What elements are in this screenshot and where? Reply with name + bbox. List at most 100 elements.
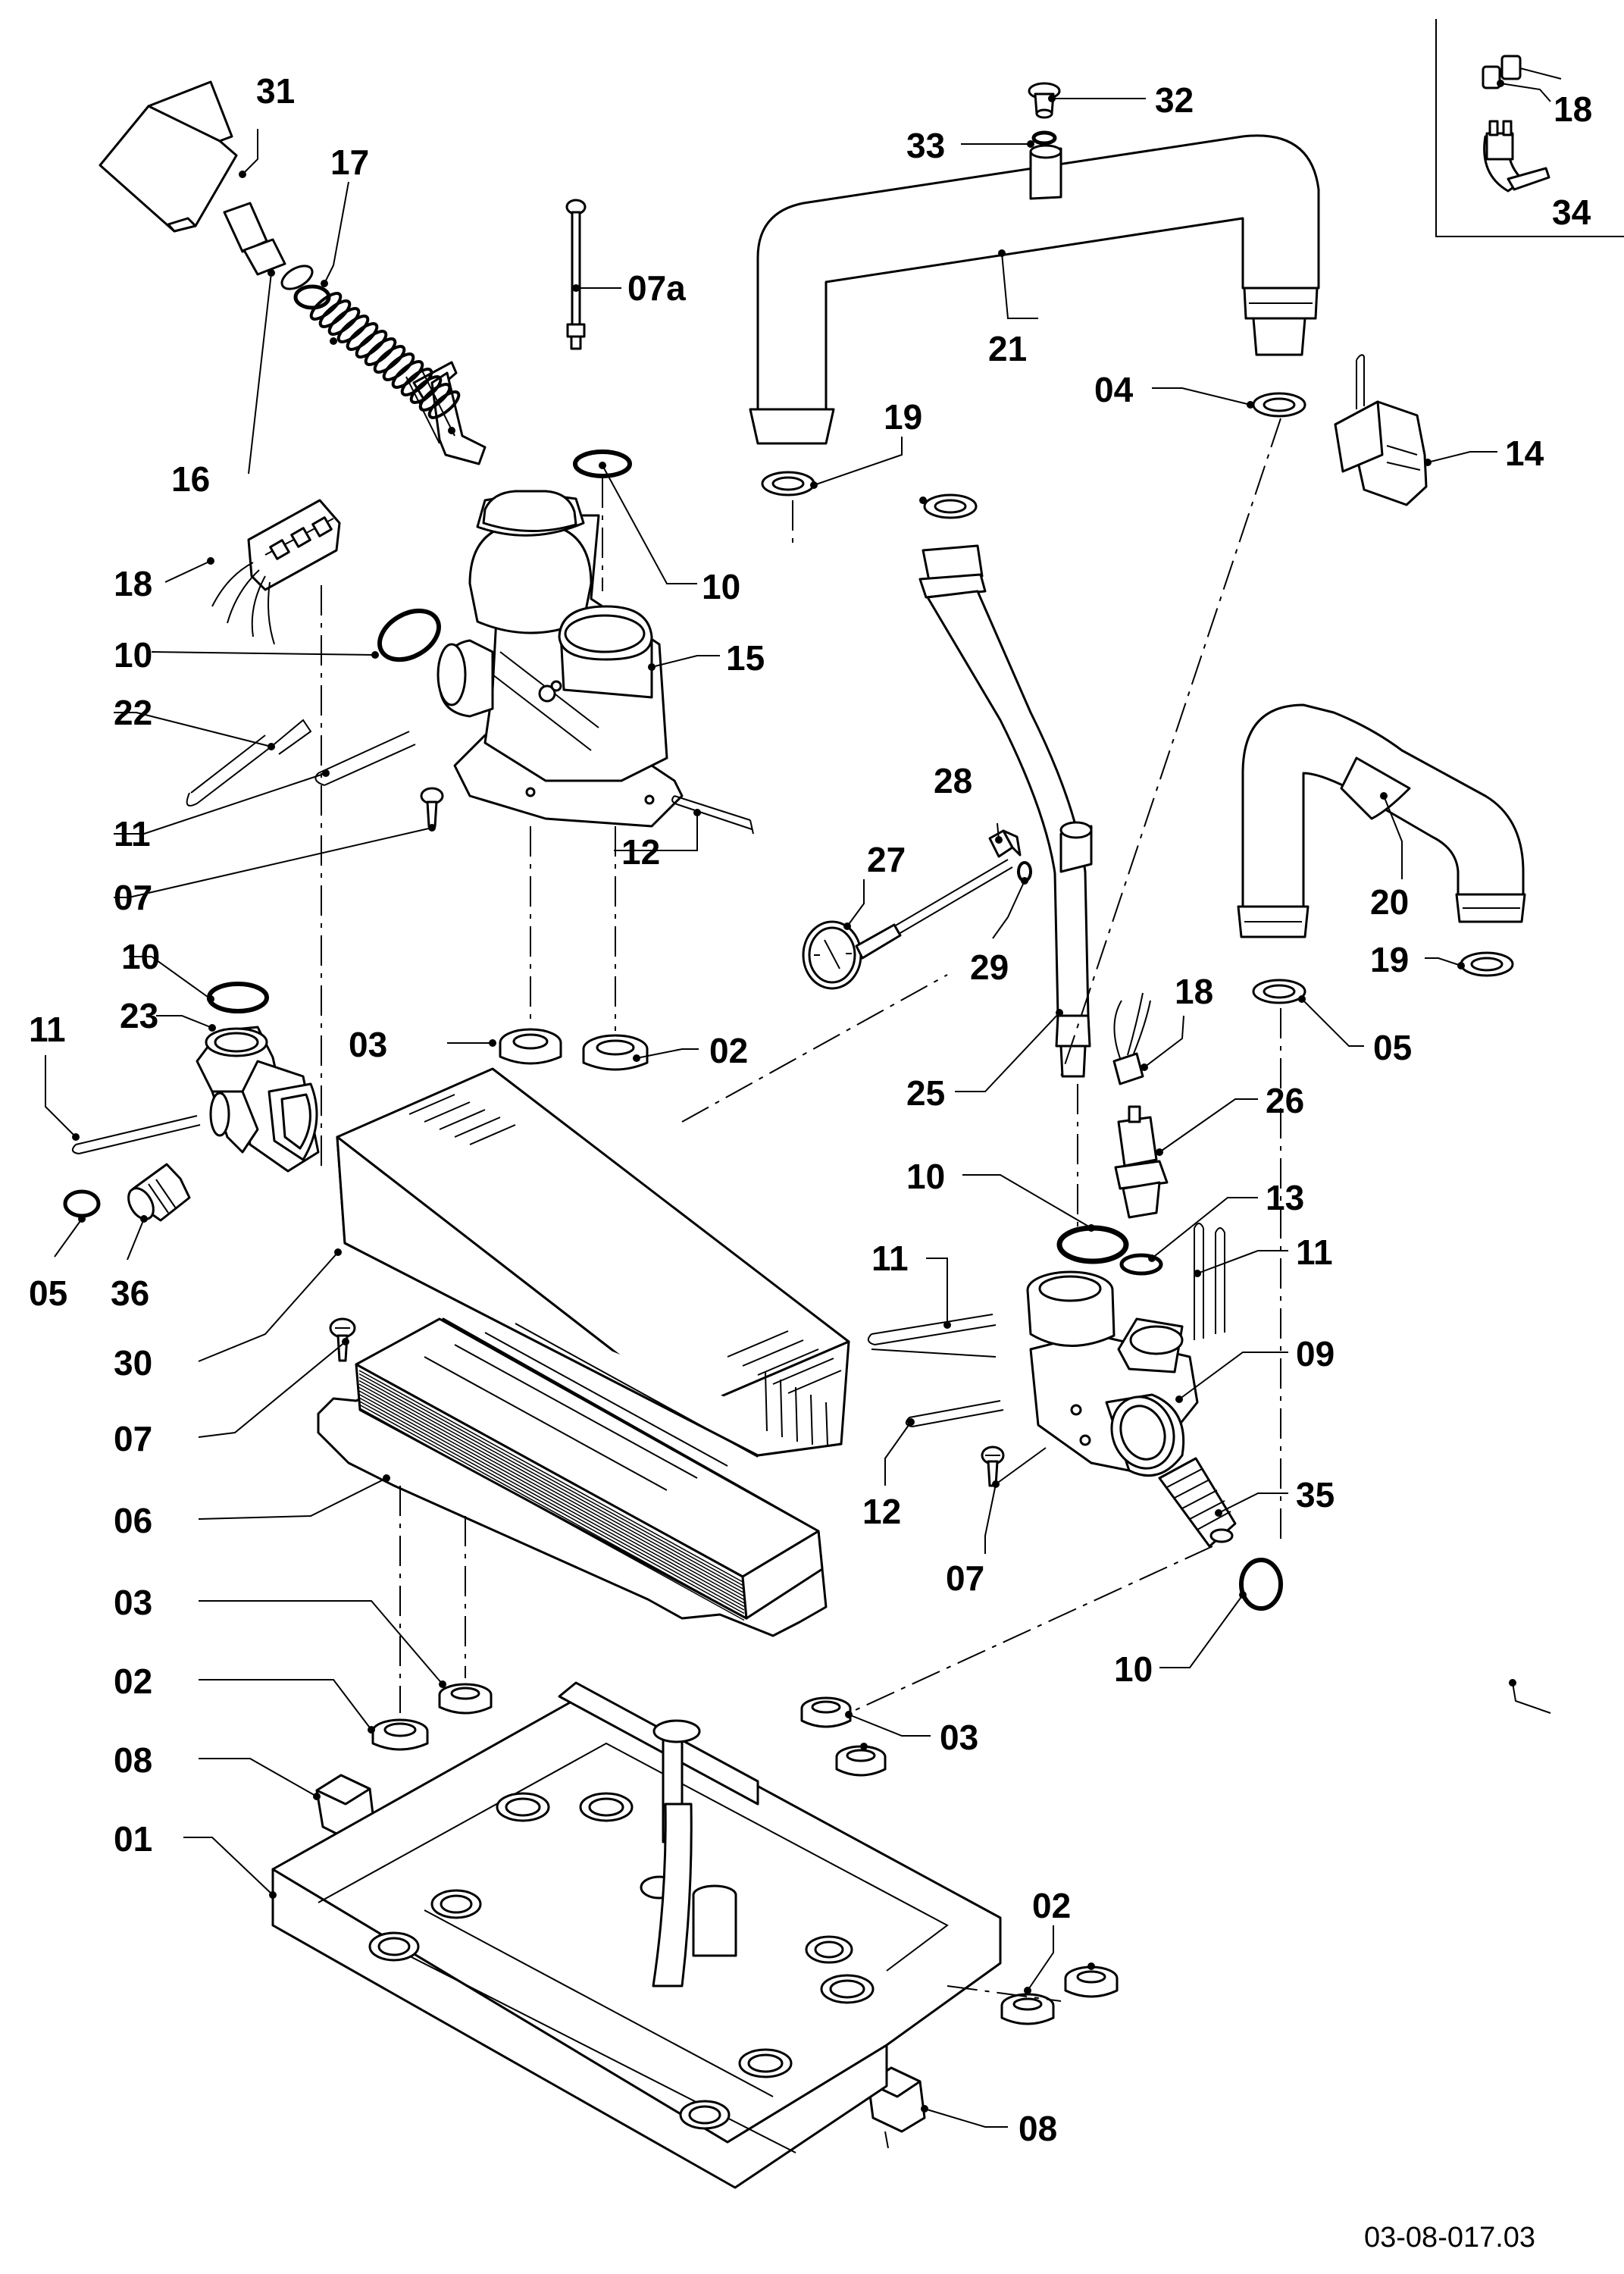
- clip-part-28: [988, 829, 1022, 858]
- label-18-inset: 18: [1554, 89, 1592, 129]
- label-34-inset: 34: [1552, 193, 1591, 232]
- clip-part-12-upper: [671, 795, 754, 835]
- spring-coil-turn: [427, 390, 461, 419]
- clip-part-11-left: [71, 1115, 201, 1154]
- screw-part-07-upper: [420, 787, 444, 828]
- heat-exchanger-plate-line: [358, 1407, 745, 1621]
- label-33: 33: [906, 126, 945, 165]
- spring-part-17: [293, 284, 461, 419]
- label-02-lower: 02: [114, 1662, 152, 1701]
- label-31: 31: [256, 71, 295, 111]
- label-11-upper: 11: [114, 814, 151, 854]
- o-ring-part-17: [293, 284, 331, 310]
- heat-exchanger-part-06: [317, 1317, 828, 1637]
- screw-part-07-right: [981, 1446, 1005, 1487]
- bypass-pipe-part-21: [749, 134, 1320, 445]
- flow-pipe-stub: [652, 1719, 737, 1987]
- washer-part-02-right-a: [1000, 1993, 1055, 2025]
- spring-coil-turn: [373, 345, 406, 374]
- label-07-right: 07: [946, 1558, 984, 1598]
- label-18-right: 18: [1175, 972, 1213, 1011]
- washer-part-03-lower: [438, 1683, 493, 1715]
- base-plate-ports: [368, 1792, 875, 2130]
- washer-part-02-lower: [371, 1718, 429, 1751]
- label-28: 28: [934, 761, 972, 800]
- label-05-left: 05: [29, 1273, 67, 1313]
- pressure-sensor-part-26: [1114, 1105, 1169, 1219]
- flow-pipe-part-25: [918, 544, 1093, 1078]
- label-29: 29: [970, 948, 1009, 987]
- label-09: 09: [1296, 1334, 1335, 1373]
- clip-part-11-right-side: [867, 1314, 997, 1358]
- label-08-right: 08: [1019, 2109, 1057, 2148]
- diverter-housing-part-15: [437, 490, 684, 828]
- label-20: 20: [1370, 882, 1409, 922]
- label-07-left: 07: [114, 1419, 152, 1458]
- filter-part-35: [1158, 1457, 1237, 1548]
- spring-coil-turn: [409, 375, 443, 404]
- clip-part-11-right-upright: [1194, 1223, 1225, 1340]
- label-03-mid: 03: [349, 1025, 387, 1064]
- label-16: 16: [171, 459, 210, 499]
- label-15: 15: [726, 638, 765, 678]
- clip-part-11-upper: [314, 731, 416, 786]
- heat-exchanger-plate-line: [358, 1390, 745, 1604]
- label-36: 36: [111, 1273, 149, 1313]
- o-ring-part-13: [1119, 1253, 1163, 1276]
- spring-coil-turn: [364, 337, 397, 366]
- label-11-right-b: 11: [1296, 1233, 1333, 1272]
- heat-exchanger-plate-line: [358, 1377, 745, 1590]
- label-23: 23: [120, 996, 158, 1035]
- heat-exchanger-plate-line: [358, 1404, 745, 1618]
- label-06: 06: [114, 1501, 152, 1540]
- label-10-bottom-right: 10: [1114, 1649, 1153, 1689]
- label-14: 14: [1505, 434, 1544, 473]
- label-32: 32: [1155, 80, 1194, 120]
- label-05-right: 05: [1373, 1028, 1412, 1067]
- label-19-right: 19: [1370, 940, 1409, 979]
- washer-part-03-right-b: [835, 1745, 887, 1777]
- label-11-right-a: 11: [871, 1239, 909, 1278]
- o-ring-part-05-left: [63, 1189, 101, 1218]
- heat-exchanger-plate-line: [358, 1373, 745, 1587]
- label-03-right-a: 03: [940, 1718, 978, 1757]
- heat-exchanger-groove: [454, 1344, 698, 1479]
- part-labels: 31 17 16 18 07a 10 10 15 22 11 12 07 10 …: [29, 71, 1592, 2254]
- label-27: 27: [867, 840, 906, 879]
- clip-part-22: [186, 719, 312, 807]
- heat-exchanger-plate-line: [358, 1393, 745, 1608]
- washer-part-19-mid: [923, 493, 978, 519]
- label-10-right: 10: [906, 1157, 945, 1196]
- label-12-upper: 12: [621, 832, 660, 872]
- label-11-left: 11: [29, 1010, 66, 1049]
- label-08-left: 08: [114, 1740, 152, 1780]
- o-ring-part-10-left: [207, 982, 269, 1013]
- label-35: 35: [1296, 1475, 1335, 1514]
- label-01: 01: [114, 1819, 152, 1859]
- alignment-lines: [321, 418, 1281, 2002]
- label-10-top: 10: [702, 567, 740, 606]
- label-03-lower: 03: [114, 1583, 152, 1622]
- label-26: 26: [1266, 1081, 1304, 1120]
- label-18-left: 18: [114, 564, 152, 603]
- o-ring-part-33: [1031, 130, 1057, 146]
- heat-exchanger-groove: [484, 1332, 728, 1467]
- heat-exchanger-plate-line: [358, 1386, 745, 1601]
- label-12-right: 12: [862, 1492, 901, 1531]
- clip-part-12-right: [905, 1400, 1004, 1427]
- insulation-cover-part-30: [336, 1067, 850, 1457]
- valve-housing-part-09: [1026, 1270, 1199, 1477]
- label-02-right: 02: [1032, 1886, 1071, 1925]
- pressure-gauge-part-27: [802, 859, 1013, 990]
- label-22: 22: [114, 693, 152, 732]
- heat-exchanger-plate-line: [358, 1380, 745, 1594]
- base-plate-part-01: [271, 1681, 1002, 2189]
- washer-part-02-right-b: [1064, 1965, 1119, 1998]
- o-ring-part-10-mid: [377, 608, 441, 662]
- spring-coil-turn: [418, 383, 452, 412]
- spring-coil-turn: [400, 368, 433, 396]
- spring-coil-turn: [318, 299, 352, 328]
- washer-part-19-right: [1460, 951, 1514, 977]
- spring-coil-turn: [346, 322, 379, 351]
- heat-exchanger-groove: [424, 1356, 668, 1491]
